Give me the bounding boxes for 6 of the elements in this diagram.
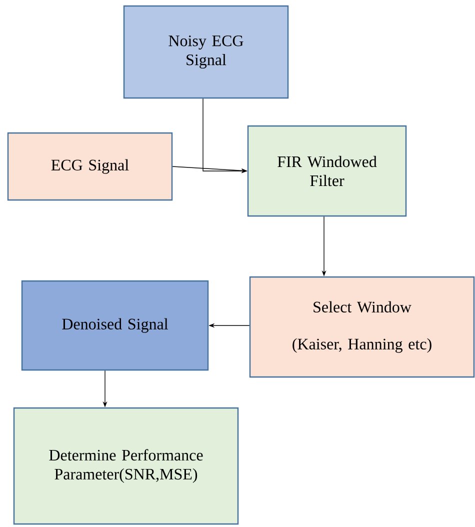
process-box: Select Window (Kaiser, Hanning etc)	[249, 276, 475, 378]
process-box: ECG Signal	[7, 132, 173, 201]
process-box: Denoised Signal	[21, 280, 209, 371]
process-box: Noisy ECG Signal	[123, 5, 289, 99]
process-box: FIR Windowed Filter	[247, 125, 407, 217]
process-box: Determine Performance Parameter(SNR,MSE)	[13, 407, 239, 525]
